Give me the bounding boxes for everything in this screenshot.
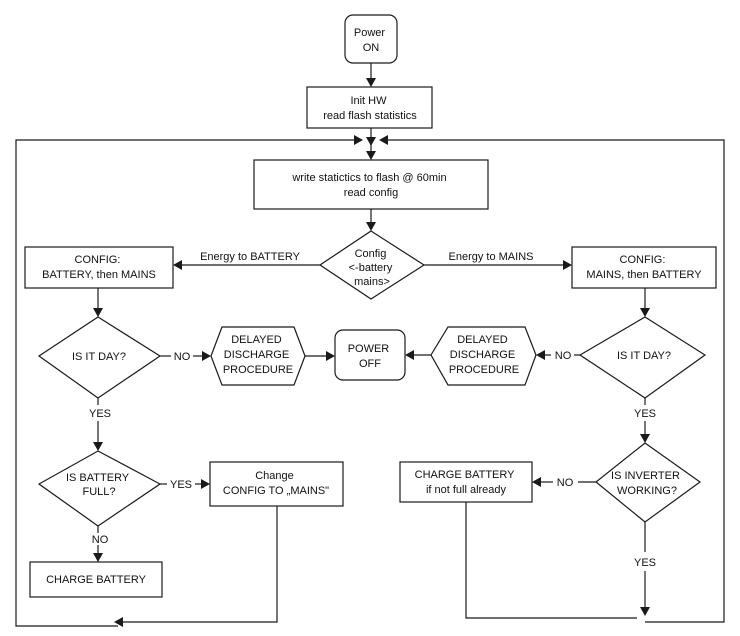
is-inverter-working-label: IS INVERTER WORKING? [611,470,683,497]
init-hw-label: Init HW read flash statistics [323,95,417,122]
delayed-discharge-left-label: DELAYED DISCHARGE PROCEDURE [223,334,293,376]
power-on-label: Power ON [354,27,388,54]
write-stats-label: write statictics to flash @ 60min read c… [291,172,449,199]
config-decision-diamond [318,230,426,300]
power-off-label: POWER OFF [348,343,393,370]
yes-inverter-label: YES [634,557,656,569]
yes-right-day-label: YES [634,408,656,420]
is-battery-full-label: IS BATTERY FULL? [66,472,132,498]
no-right-day-label: NO [555,350,572,362]
energy-to-battery-label: Energy to BATTERY [200,251,301,263]
delayed-discharge-right-label: DELAYED DISCHARGE PROCEDURE [449,334,519,376]
is-battery-full-diamond [37,450,162,527]
change-config-box [209,461,344,507]
charge-battery-if-not-full-label: CHARGE BATTERY if not full already [415,469,518,496]
yes-battery-full-label: YES [170,479,192,491]
config-battery-mains-label: CONFIG: BATTERY, then MAINS [42,254,156,281]
config-mains-battery-box [571,246,717,289]
charge-battery-label: CHARGE BATTERY [46,574,146,586]
no-inverter-label: NO [557,477,574,489]
charge-battery-if-not-full-box [399,461,533,503]
energy-to-mains-label: Energy to MAINS [449,251,534,263]
init-hw-box [306,86,433,129]
is-it-day-right-diamond [578,316,707,399]
change-config-label: Change CONFIG TO „MAINS" [223,470,329,497]
delayed-discharge-right-hex [430,326,537,386]
config-battery-mains-box [24,246,174,289]
connectors [15,63,725,627]
config-mains-battery-label: CONFIG: MAINS, then BATTERY [586,254,702,281]
write-stats-box [253,159,489,210]
no-battery-full-label: NO [92,534,109,546]
arrowheads [93,78,650,627]
delayed-discharge-left-hex [210,326,306,386]
charge-battery-box [29,561,163,598]
power-on-box [344,14,398,64]
config-decision-label: Config <-battery mains> [349,248,396,288]
no-left-day-label: NO [174,351,191,363]
yes-left-day-label: YES [89,408,111,420]
is-it-day-left-label: IS IT DAY? [72,351,126,363]
is-inverter-working-diamond [595,442,702,523]
is-it-day-right-label: IS IT DAY? [617,350,671,362]
power-off-box [334,329,406,381]
is-it-day-left-diamond [37,316,162,399]
